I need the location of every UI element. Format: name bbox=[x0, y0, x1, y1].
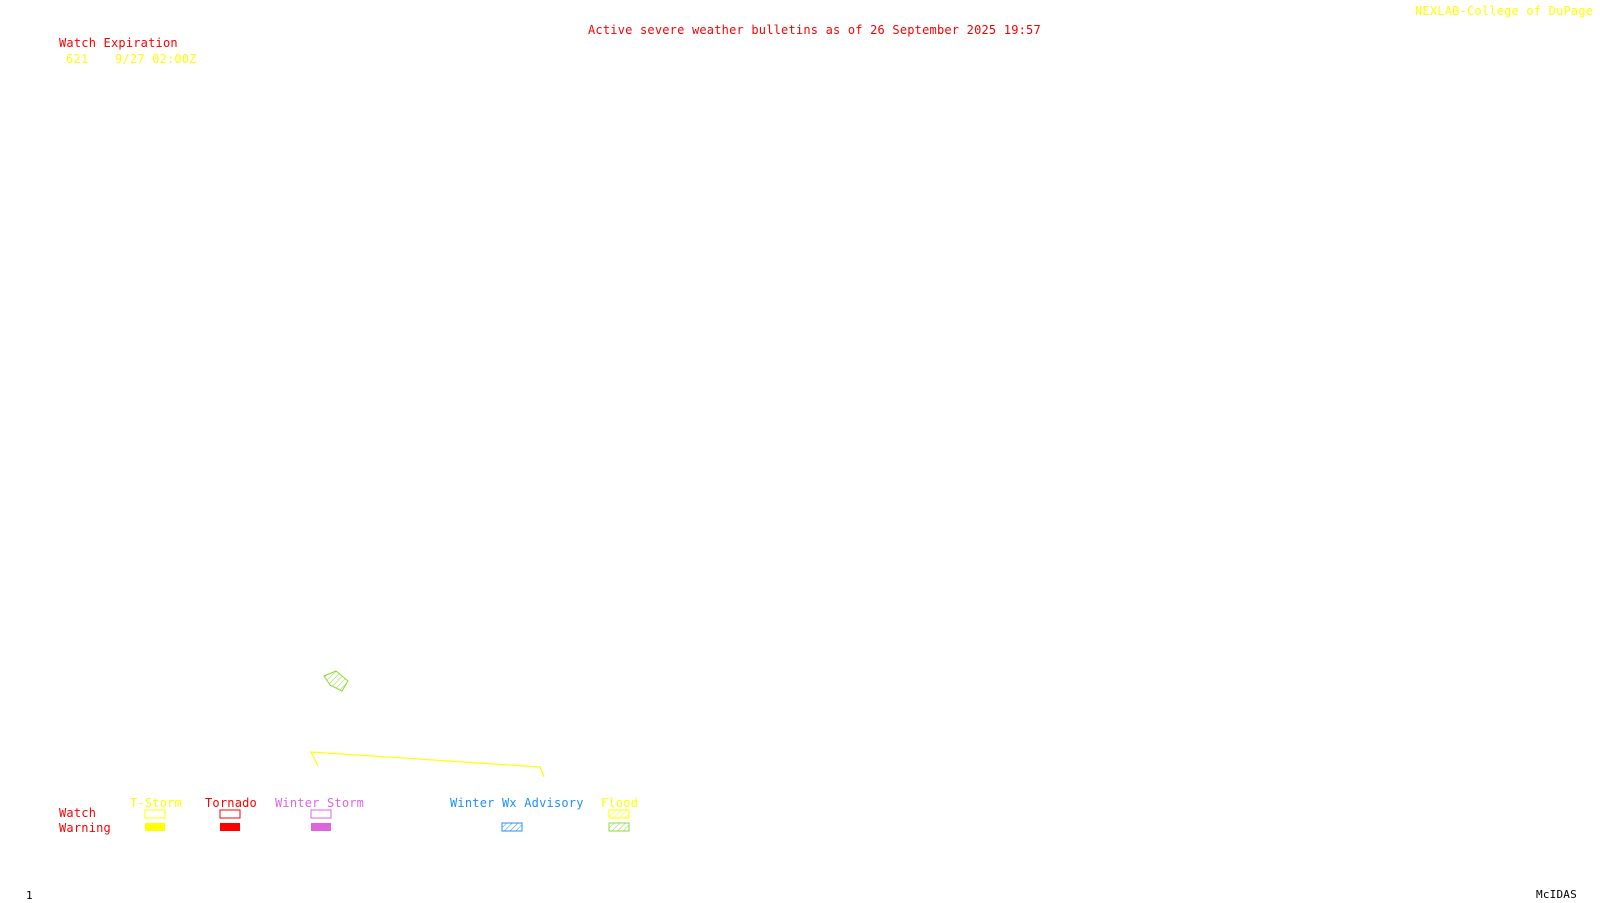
source-credit: NEXLAB-College of DuPage R bbox=[1415, 4, 1600, 18]
tstorm-watch-621-outline bbox=[309, 751, 545, 778]
legend-label-winter-storm: Winter Storm bbox=[275, 796, 365, 810]
tstorm-watch-swatch bbox=[144, 809, 166, 819]
tstorm-warning-swatch bbox=[145, 823, 165, 831]
winter-storm-warning-swatch bbox=[311, 823, 331, 831]
legend-label-tornado: Tornado bbox=[205, 796, 257, 810]
legend-row-warning: Warning bbox=[59, 821, 111, 835]
winter-storm-watch-swatch bbox=[310, 809, 332, 819]
winter-wx-advisory-swatch bbox=[501, 822, 523, 832]
flood-warning-swatch bbox=[608, 822, 630, 832]
watch-number: 621 bbox=[66, 52, 89, 66]
flood-watch-swatch bbox=[608, 809, 630, 819]
legend-label-flood: Flood bbox=[601, 796, 639, 810]
watch-expiration-time: 9/27 02:00Z bbox=[115, 52, 197, 66]
legend-row-watch: Watch bbox=[59, 806, 97, 820]
tornado-warning-swatch bbox=[220, 823, 240, 831]
software-label: McIDAS bbox=[1536, 888, 1577, 901]
legend-label-tstorm: T-Storm bbox=[130, 796, 182, 810]
frame-number: 1 bbox=[26, 889, 33, 902]
tornado-watch-swatch bbox=[219, 809, 241, 819]
watch-expiration-heading: Watch Expiration bbox=[59, 36, 178, 50]
bulletin-title: Active severe weather bulletins as of 26… bbox=[588, 23, 1041, 37]
legend-label-winter-wx-advisory: Winter Wx Advisory bbox=[450, 796, 584, 810]
flood-warning-polygon bbox=[323, 670, 349, 692]
